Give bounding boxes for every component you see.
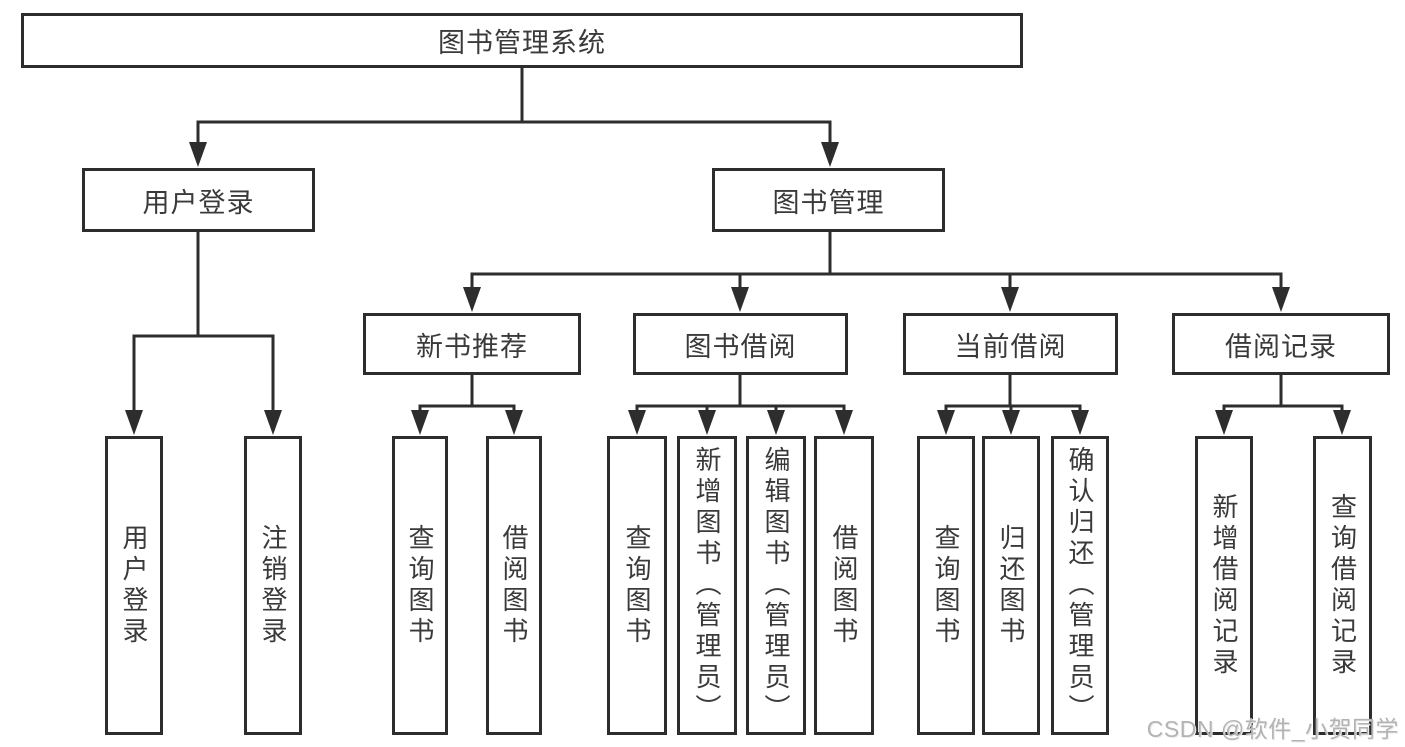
arrowhead-icon	[463, 287, 481, 312]
node-query-borrow-record: 查询借阅记录	[1313, 436, 1372, 735]
node-query-book-1: 查询图书	[392, 436, 448, 735]
arrowhead-icon	[821, 142, 839, 167]
node-root: 图书管理系统	[21, 13, 1023, 68]
node-book-borrow: 图书借阅	[633, 313, 848, 375]
node-return-book: 归还图书	[982, 436, 1040, 735]
arrowhead-icon	[937, 410, 955, 435]
node-query-book-2: 查询图书	[607, 436, 667, 735]
arrowhead-icon	[505, 410, 523, 435]
connector-root-to-level2	[196, 68, 832, 146]
node-user-login-leaf: 用户登录	[105, 436, 163, 735]
node-query-book-3: 查询图书	[917, 436, 975, 735]
arrowhead-icon	[1333, 410, 1351, 435]
arrowhead-icon	[731, 287, 749, 312]
arrowhead-icon	[411, 410, 429, 435]
connector-user-login-children	[132, 232, 275, 413]
node-user-login: 用户登录	[82, 168, 315, 232]
arrowhead-icon	[125, 410, 143, 435]
node-confirm-return-admin: 确认归还（管理员）	[1051, 436, 1109, 735]
arrowhead-icon	[1071, 410, 1089, 435]
node-logout: 注销登录	[244, 436, 302, 735]
arrowhead-icon	[698, 410, 716, 435]
connector-current-borrow-children	[944, 375, 1082, 414]
arrowhead-icon	[1002, 410, 1020, 435]
connector-book-borrow-children	[635, 375, 846, 414]
connector-borrow-record-children	[1222, 375, 1344, 414]
node-borrow-book-1: 借阅图书	[486, 436, 542, 735]
arrowhead-icon	[767, 410, 785, 435]
node-book-management: 图书管理	[712, 168, 945, 232]
arrowhead-icon	[1215, 410, 1233, 435]
node-borrow-book-2: 借阅图书	[814, 436, 874, 735]
node-add-book-admin: 新增图书（管理员）	[677, 436, 737, 735]
connector-book-management-children	[470, 232, 1283, 290]
arrowhead-icon	[835, 410, 853, 435]
arrowhead-icon	[264, 410, 282, 435]
arrowhead-icon	[1272, 287, 1290, 312]
arrowhead-icon	[189, 142, 207, 167]
connector-new-book-children	[418, 375, 516, 414]
node-new-book-recommend: 新书推荐	[363, 313, 581, 375]
node-edit-book-admin: 编辑图书（管理员）	[746, 436, 806, 735]
node-add-borrow-record: 新增借阅记录	[1195, 436, 1253, 735]
node-current-borrow: 当前借阅	[903, 313, 1118, 375]
arrowhead-icon	[1001, 287, 1019, 312]
arrowhead-icon	[628, 410, 646, 435]
csdn-watermark: CSDN @软件_小贺同学	[1146, 716, 1399, 742]
node-borrow-record: 借阅记录	[1172, 313, 1390, 375]
